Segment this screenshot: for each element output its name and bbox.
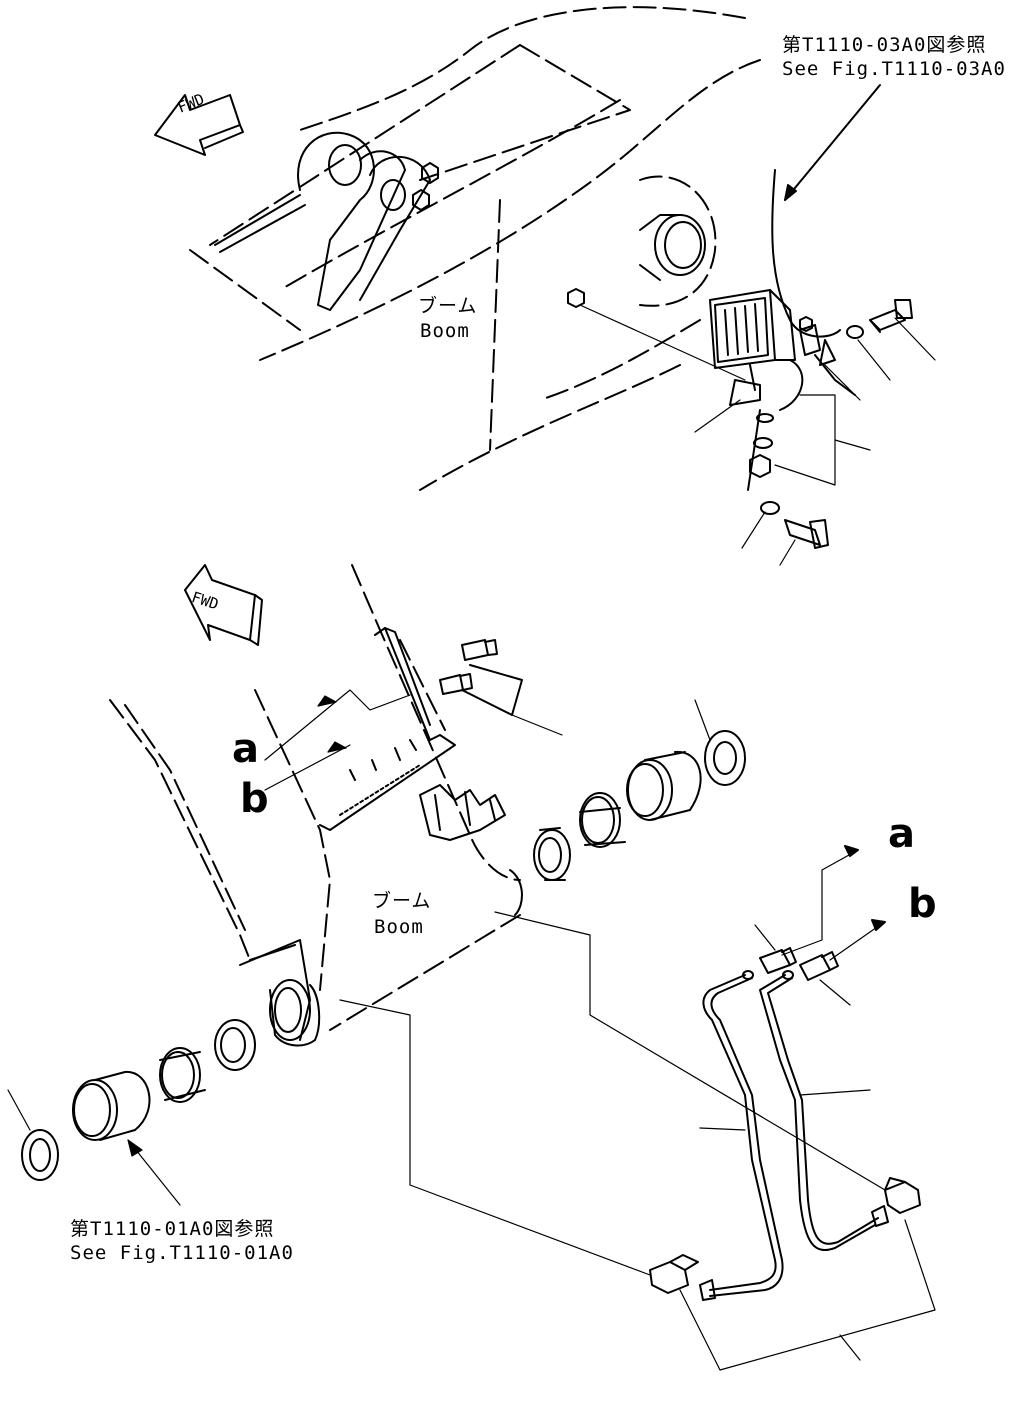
bottom-leader-lines (339, 911, 936, 1371)
boom-hub (639, 175, 717, 307)
boom-foot-bracket (214, 131, 439, 311)
boom-pin-boss (239, 869, 523, 1047)
grease-tubes (699, 970, 889, 1301)
tube-connectors-top (754, 845, 886, 1006)
elbow-fittings (649, 1177, 921, 1294)
bottom-reference-leader (127, 1139, 181, 1206)
hose-clamp (419, 784, 506, 841)
lamp-bracket-hardware (747, 299, 913, 549)
working-lamp (709, 289, 804, 423)
bottom-reference-en: See Fig.T1110-01A0 (70, 1242, 294, 1264)
connection-arrows-left (264, 689, 411, 791)
top-reference-ja: 第T1110-03A0図参照 (782, 34, 987, 56)
boom-label-top-en: Boom (420, 320, 470, 342)
boom-label-top-ja: ブーム (418, 295, 478, 317)
bushing-set-right (533, 699, 746, 881)
boom-bottom-outline (109, 564, 521, 1031)
lamp-reference-leader (771, 84, 881, 338)
label-a-right: a (888, 811, 915, 857)
label-a-left: a (232, 726, 259, 772)
bushing-set-left (7, 1019, 256, 1181)
label-b-right: b (908, 881, 937, 927)
boom-label-bottom-ja: ブーム (372, 890, 432, 912)
bottom-reference-ja: 第T1110-01A0図参照 (70, 1218, 275, 1240)
grease-plate (319, 627, 456, 831)
top-reference-en: See Fig.T1110-03A0 (782, 58, 1006, 80)
boom-top-outline (189, 6, 761, 491)
top-leader-lines (694, 317, 936, 566)
boom-label-bottom-en: Boom (374, 916, 424, 938)
grease-fittings (439, 639, 563, 736)
label-b-left: b (240, 776, 269, 822)
fwd-arrow-top (154, 94, 244, 156)
fwd-arrow-bottom (184, 564, 263, 646)
nut-leader (567, 288, 746, 381)
